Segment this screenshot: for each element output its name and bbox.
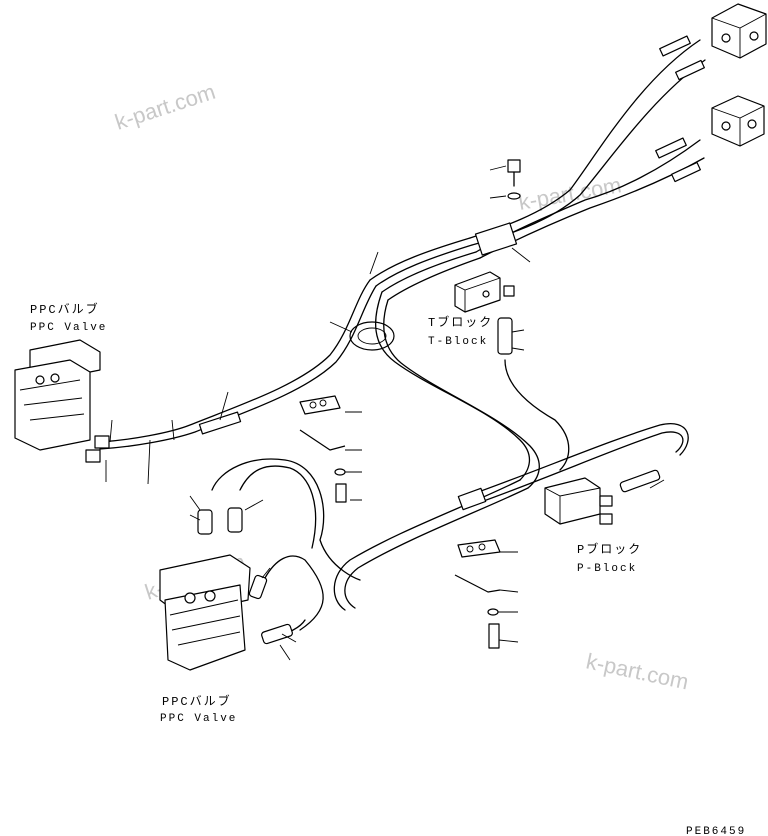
upper-hose-bundle — [369, 35, 706, 301]
watermark-2: k-part.com — [517, 172, 624, 215]
ring-clamp — [329, 251, 395, 351]
lower-hoses — [197, 458, 361, 645]
upper-right-connector-1 — [711, 3, 767, 59]
watermark-1: k-part.com — [112, 79, 219, 135]
drawing-number: PEB6459 — [686, 826, 746, 836]
bolt-top — [489, 159, 531, 263]
watermark-4: k-part.com — [584, 648, 691, 694]
p-block-label-en: P-Block — [577, 563, 637, 575]
p-block — [544, 469, 665, 525]
p-block-label-jp: Pブロック — [577, 541, 642, 557]
ppc-valve-lower-label-jp: PPCバルブ — [162, 693, 232, 709]
ppc-valve-upper-label-en: PPC Valve — [30, 322, 107, 334]
brackets-mid — [299, 395, 362, 503]
ppc-valve-upper-left — [14, 339, 229, 485]
t-block-label-en: T-Block — [428, 336, 488, 348]
ppc-valve-lower-label-en: PPC Valve — [160, 713, 237, 725]
brackets-lower-right — [454, 539, 519, 649]
main-trunk-lines — [99, 279, 689, 611]
ppc-valve-lower — [159, 495, 297, 671]
t-block-label-jp: Tブロック — [428, 314, 493, 330]
upper-right-connector-2 — [711, 95, 765, 147]
ppc-valve-upper-label-jp: PPCバルブ — [30, 301, 100, 317]
t-block — [454, 271, 525, 355]
